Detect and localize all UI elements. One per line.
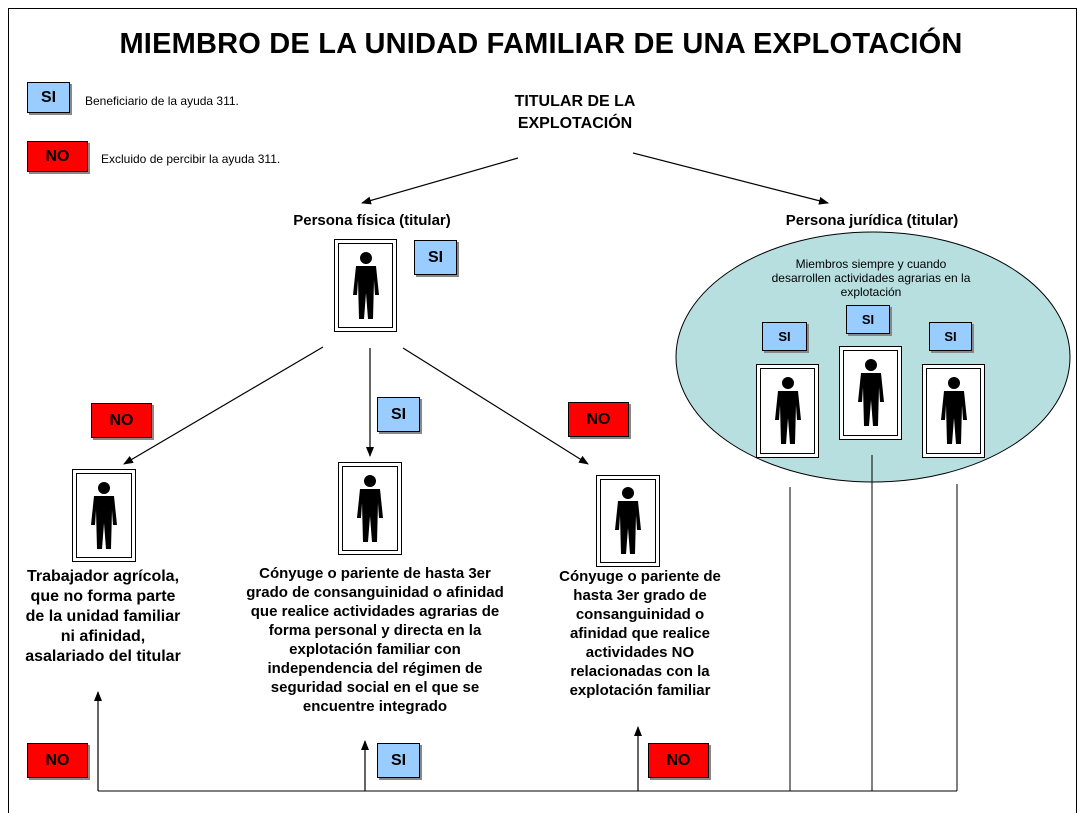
description-line: seguridad social en el que se [270, 679, 480, 696]
description-line: de la unidad familiar [25, 608, 181, 625]
description-line: encuentre integrado [302, 698, 448, 715]
description-line: Cónyuge o pariente de [559, 568, 721, 585]
trabajador-person-card [72, 469, 136, 562]
juridica-si-badge-2: SI [846, 305, 890, 334]
description-line: que no forma parte [30, 588, 176, 605]
arrow-fisica-trabajador [123, 346, 324, 465]
description-line: Trabajador agrícola, [26, 568, 180, 585]
legend-si-text: Beneficiario de la ayuda 311. [85, 94, 239, 108]
juridica-si-badge-1: SI [762, 322, 807, 351]
root-label-line1: TITULAR DE LA [514, 93, 636, 110]
conyuge-agraria-description: Cónyuge o pariente de hasta 3er grado de… [215, 564, 535, 716]
juridica-person-card-3 [922, 364, 985, 458]
conyuge-agraria-person-card [338, 462, 402, 555]
description-line: forma personal y directa en la [268, 622, 482, 639]
description-line: actividades NO [585, 644, 695, 661]
person-icon [91, 481, 117, 549]
trabajador-description: Trabajador agrícola, que no forma parte … [8, 567, 198, 667]
root-node: TITULAR DE LA EXPLOTACIÓN [460, 91, 690, 135]
description-line: independencia del régimen de [267, 660, 483, 677]
person-icon [940, 377, 967, 444]
juridica-label: Persona jurídica (titular) [785, 212, 959, 229]
description-line: asalariado del titular [25, 648, 181, 665]
description-line: consanguinidad o [575, 606, 705, 623]
person-icon [857, 359, 884, 426]
description-line: hasta 3er grado de [573, 587, 707, 604]
description-line: explotación familiar [569, 682, 711, 699]
description-line: que realice actividades agrarias de [250, 603, 500, 620]
juridica-person-card-2 [839, 346, 902, 440]
description-line: explotación familiar con [289, 641, 461, 658]
legend-si-badge: SI [27, 82, 70, 113]
person-icon [357, 474, 383, 542]
arrow-root-fisica [361, 157, 519, 205]
conyuge-no-agraria-person-card [596, 475, 660, 567]
conyuge-no-agraria-no-badge-top: NO [568, 402, 629, 437]
oval-text-line3: explotación [840, 285, 902, 299]
description-line: Cónyuge o pariente de hasta 3er [259, 565, 491, 582]
page-title: MIEMBRO DE LA UNIDAD FAMILIAR DE UNA EXP… [119, 28, 963, 60]
trabajador-no-badge-top: NO [91, 403, 152, 438]
juridica-person-card-1 [756, 364, 819, 458]
legend-no-badge: NO [27, 141, 88, 172]
fisica-si-badge: SI [414, 240, 457, 275]
person-icon [352, 251, 379, 319]
conyuge-no-agraria-description: Cónyuge o pariente de hasta 3er grado de… [535, 567, 745, 700]
root-label-line2: EXPLOTACIÓN [517, 115, 633, 132]
oval-text-line1: Miembros siempre y cuando [795, 257, 947, 271]
conyuge-agraria-si-badge-bottom: SI [377, 743, 420, 778]
description-line: relacionadas con la [570, 663, 710, 680]
person-icon [774, 377, 801, 444]
juridica-si-badge-3: SI [929, 322, 972, 351]
arrow-root-juridica [632, 152, 829, 205]
description-line: ni afinidad, [60, 628, 146, 645]
trabajador-no-badge-bottom: NO [27, 743, 88, 778]
arrow-fisica-conyuge-no-agraria [402, 347, 589, 465]
fisica-label: Persona física (titular) [293, 212, 451, 229]
conyuge-agraria-si-badge-top: SI [377, 397, 420, 432]
description-line: afinidad que realice [569, 625, 711, 642]
conyuge-no-agraria-no-badge-bottom: NO [648, 743, 709, 778]
diagram-frame [8, 8, 1077, 813]
oval-text-line2: desarrollen actividades agrarias en la [771, 271, 971, 285]
person-icon [615, 487, 641, 554]
legend-no-text: Excluido de percibir la ayuda 311. [101, 152, 281, 166]
juridica-oval-text: Miembros siempre y cuando desarrollen ac… [738, 257, 1004, 299]
fisica-person-card [334, 239, 397, 332]
description-line: grado de consanguinidad o afinidad [246, 584, 504, 601]
